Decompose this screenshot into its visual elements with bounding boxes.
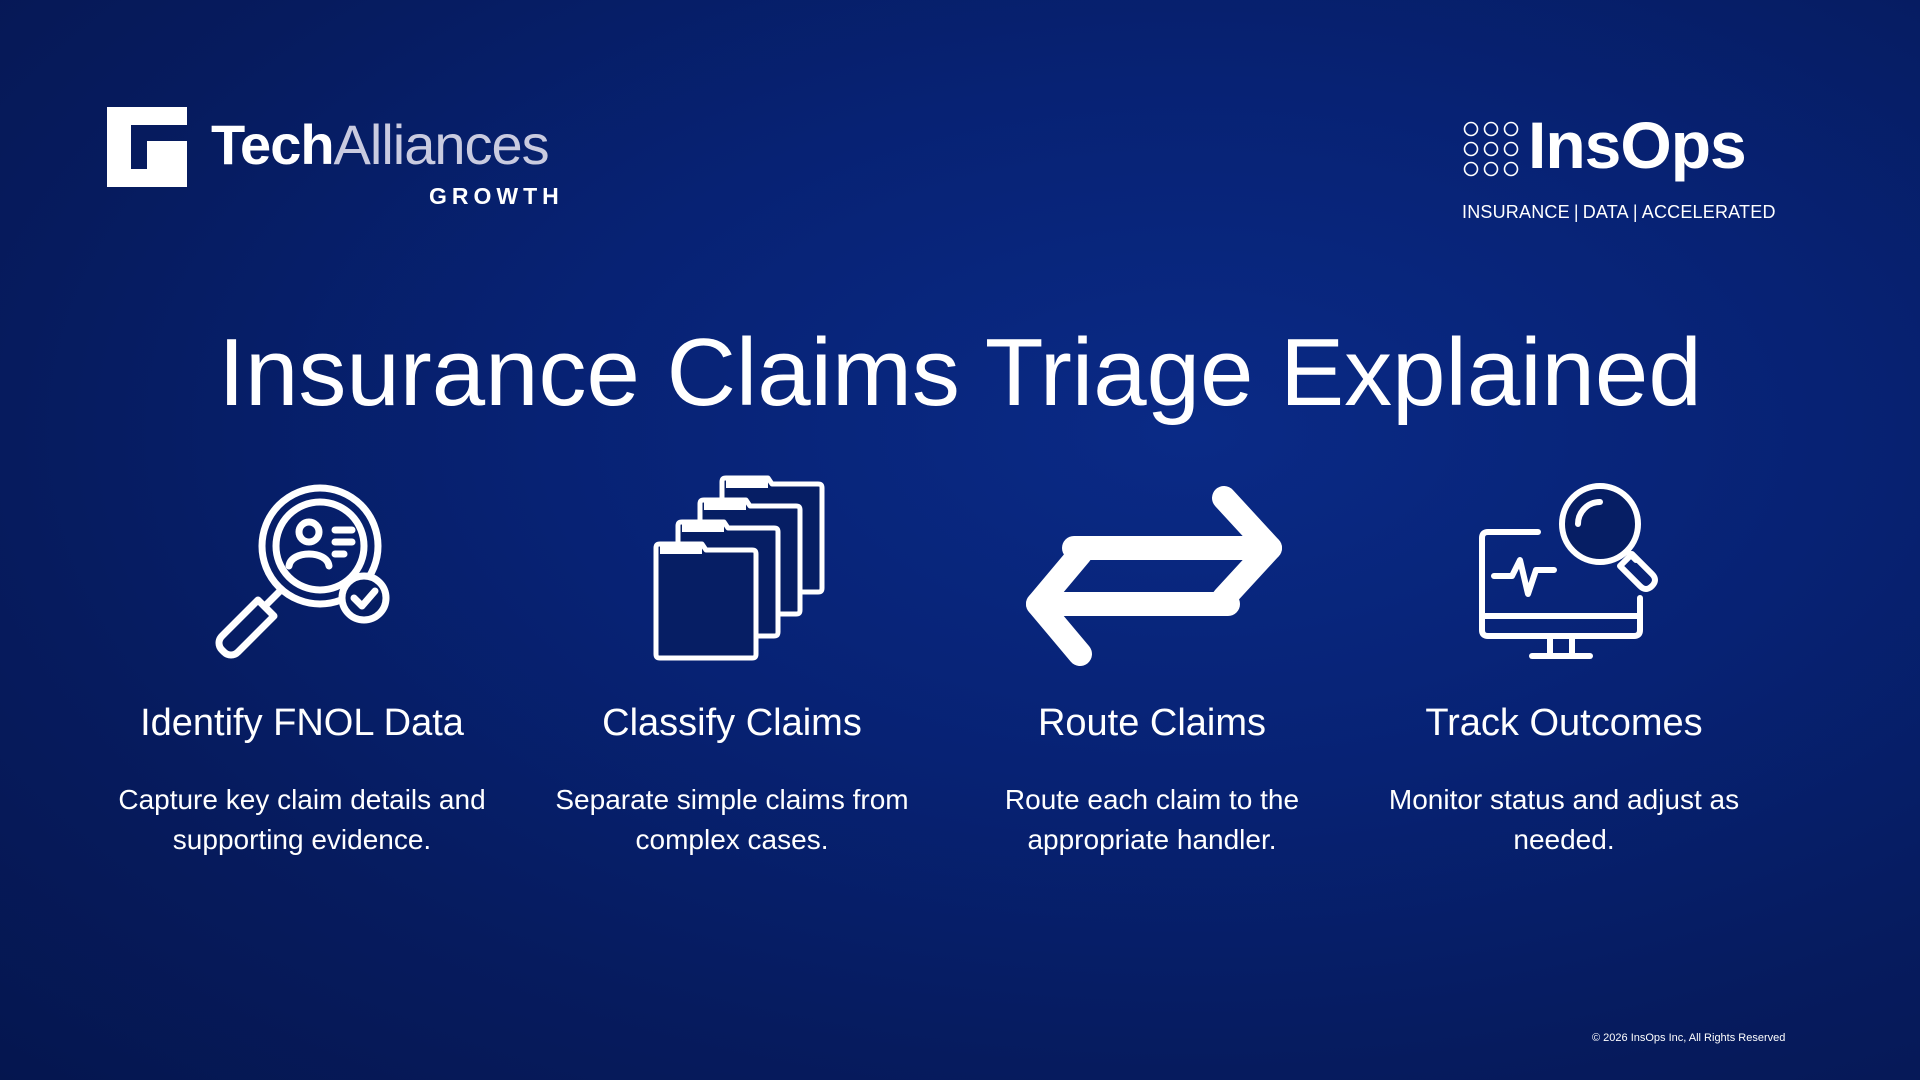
step-description: Route each claim to the appropriate hand… xyxy=(1004,784,1300,855)
insops-tagline: INSURANCE|DATA|ACCELERATED xyxy=(1462,202,1776,223)
page-title: Insurance Claims Triage Explained xyxy=(218,319,1702,426)
magnifier-profile-check-icon xyxy=(215,484,390,659)
insops-logo: InsOps INSURANCE|DATA|ACCELERATED xyxy=(1462,112,1775,228)
step-route: Route Claims Route each claim to the app… xyxy=(942,470,1362,870)
tagline-separator: | xyxy=(1573,202,1579,222)
tagline-data: DATA xyxy=(1582,202,1629,222)
techalliances-g-icon xyxy=(107,107,187,187)
step-icon-wrapper xyxy=(942,470,1362,680)
techalliances-logo: TechAlliances GROWTH xyxy=(107,107,577,209)
step-track: Track Outcomes Monitor status and adjust… xyxy=(1354,470,1774,870)
insops-dots-icon xyxy=(1463,121,1519,177)
step-heading: Track Outcomes xyxy=(1425,702,1703,744)
step-icon-wrapper xyxy=(92,470,512,680)
insops-wordmark: InsOps xyxy=(1528,108,1747,182)
step-heading: Route Claims xyxy=(1037,702,1267,744)
techalliances-growth: GROWTH xyxy=(429,183,564,209)
step-heading: Identify FNOL Data xyxy=(140,702,464,744)
tagline-insurance: INSURANCE xyxy=(1462,202,1570,222)
stacked-folders-icon xyxy=(653,475,825,661)
step-icon-wrapper xyxy=(1354,470,1774,680)
tagline-accelerated: ACCELERATED xyxy=(1641,202,1776,222)
step-icon-wrapper xyxy=(522,470,942,680)
step-identify: Identify FNOL Data Capture key claim det… xyxy=(92,470,512,870)
step-heading: Classify Claims xyxy=(602,702,862,744)
copyright-footer: © 2026 InsOps Inc, All Rights Reserved xyxy=(1592,1032,1786,1044)
step-classify: Classify Claims Separate simple claims f… xyxy=(522,470,942,870)
step-description: Monitor status and adjust as needed. xyxy=(1388,784,1740,855)
techalliances-alliances: Alliances xyxy=(333,113,550,176)
tagline-separator: | xyxy=(1632,202,1638,222)
step-description: Separate simple claims from complex case… xyxy=(555,784,909,855)
exchange-arrows-icon xyxy=(1026,486,1282,666)
techalliances-wordmark: TechAlliances xyxy=(211,117,550,173)
monitor-search-icon xyxy=(1479,483,1658,659)
techalliances-tech: Tech xyxy=(211,113,335,176)
step-description: Capture key claim details and supporting… xyxy=(118,784,486,855)
